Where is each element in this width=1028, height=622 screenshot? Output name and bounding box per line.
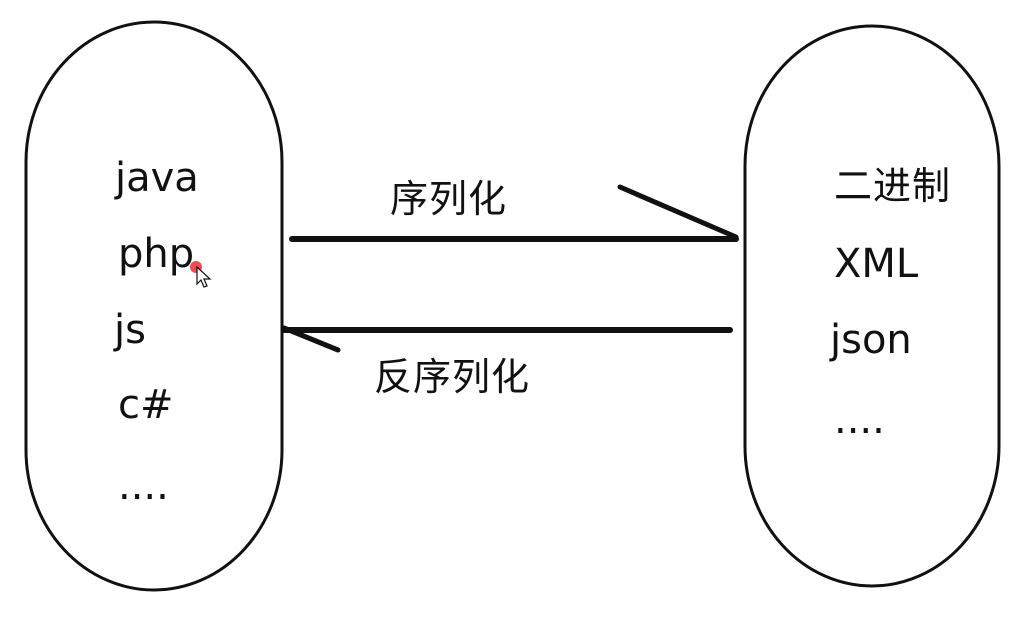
- language-item-js: js: [114, 307, 146, 353]
- serialize-label: 序列化: [390, 177, 508, 221]
- serialize-arrow: [289, 184, 739, 242]
- deserialize-label: 反序列化: [374, 355, 531, 399]
- language-item-java: java: [115, 155, 199, 201]
- right-format-container: [743, 24, 1001, 588]
- language-item-ellipsis: ....: [118, 463, 169, 509]
- language-item-php: php: [118, 231, 195, 277]
- format-item-xml: XML: [834, 241, 919, 287]
- format-item-binary: 二进制: [834, 164, 952, 208]
- language-item-csharp: c#: [118, 382, 174, 428]
- format-item-ellipsis: ....: [834, 397, 885, 443]
- mouse-cursor-icon: [190, 261, 212, 288]
- deserialize-arrow: [281, 325, 733, 353]
- left-language-container: [24, 20, 284, 592]
- format-item-json: json: [830, 317, 912, 363]
